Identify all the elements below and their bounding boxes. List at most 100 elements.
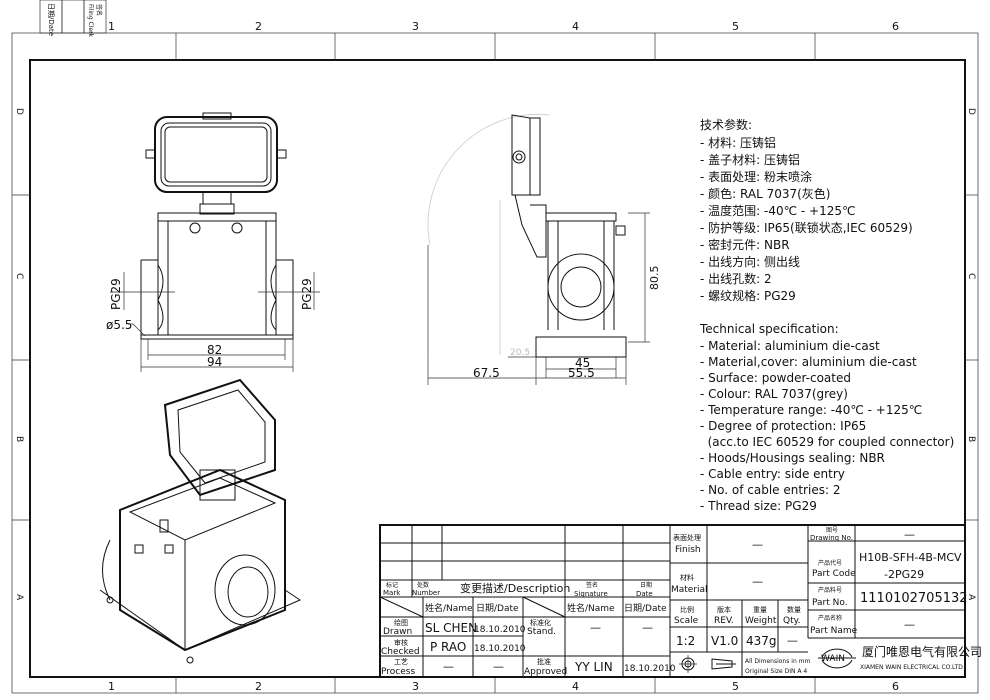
- dim-hole: ø5.5: [106, 318, 132, 332]
- svg-text:—: —: [642, 621, 653, 634]
- filing-en-label: Filing Clerk: [87, 4, 94, 38]
- svg-text:—: —: [904, 618, 915, 631]
- svg-text:Stand.: Stand.: [527, 627, 556, 637]
- svg-text:- Temperature range: -40℃ - +1: - Temperature range: -40℃ - +125℃: [700, 403, 922, 417]
- svg-text:- 防护等级: IP65(联锁状态,IEC 60529): - 防护等级: IP65(联锁状态,IEC 60529): [700, 220, 913, 235]
- thread-left: PG29: [109, 278, 123, 310]
- svg-text:- Colour: RAL 7037(grey): - Colour: RAL 7037(grey): [700, 387, 848, 401]
- svg-text:- Thread size: PG29: - Thread size: PG29: [700, 499, 817, 513]
- svg-text:3: 3: [412, 680, 419, 693]
- svg-text:REV.: REV.: [714, 616, 734, 626]
- svg-text:Mark: Mark: [383, 589, 401, 597]
- svg-text:姓名/Name: 姓名/Name: [425, 602, 473, 614]
- svg-text:- Degree of protection: IP65: - Degree of protection: IP65: [700, 419, 866, 433]
- svg-text:版本: 版本: [717, 605, 731, 614]
- dim-80-5: 80.5: [648, 266, 661, 291]
- dim-82: 82: [207, 343, 222, 357]
- svg-text:日期: 日期: [640, 581, 652, 589]
- spec-chinese: 技术参数: - 材料: 压铸铝 - 盖子材料: 压铸铝 - 表面处理: 粉末喷涂…: [700, 117, 913, 303]
- svg-text:3: 3: [412, 20, 419, 33]
- svg-text:—: —: [787, 634, 798, 647]
- svg-text:Scale: Scale: [674, 616, 699, 626]
- svg-text:Process: Process: [381, 667, 415, 677]
- svg-text:签名: 签名: [586, 581, 598, 589]
- dim-67-5: 67.5: [473, 366, 500, 380]
- svg-text:B: B: [966, 436, 976, 442]
- svg-text:- No. of cable entries: 2: - No. of cable entries: 2: [700, 483, 840, 497]
- svg-text:- 盖子材料: 压铸铝: - 盖子材料: 压铸铝: [700, 152, 800, 167]
- svg-text:工艺: 工艺: [394, 658, 408, 666]
- svg-text:Part No.: Part No.: [812, 598, 848, 608]
- svg-text:- 螺纹规格: PG29: - 螺纹规格: PG29: [700, 288, 796, 303]
- svg-text:All Dimensions in mm: All Dimensions in mm: [745, 658, 810, 665]
- svg-text:C: C: [966, 273, 976, 279]
- title-block: 标记 Mark 处数 Number 变更描述/Description 签名 Si…: [379, 524, 982, 678]
- svg-text:(acc.to IEC 60529 for coupled: (acc.to IEC 60529 for coupled connector): [700, 435, 954, 449]
- svg-text:- Surface: powder-coated: - Surface: powder-coated: [700, 371, 851, 385]
- svg-text:产品代号: 产品代号: [818, 559, 842, 567]
- weight-value: 437g: [746, 634, 777, 648]
- svg-text:2: 2: [255, 20, 262, 33]
- svg-text:—: —: [493, 660, 504, 673]
- svg-text:1: 1: [108, 20, 115, 33]
- svg-text:Number: Number: [412, 589, 440, 597]
- company-name-cn: 厦门唯恩电气有限公司: [862, 644, 982, 659]
- approved-date: 18.10.2010: [624, 664, 676, 674]
- filing-cn-label: 签名: [95, 4, 103, 16]
- svg-text:- Hoods/Housings sealing: NBR: - Hoods/Housings sealing: NBR: [700, 451, 885, 465]
- company-name-en: XIAMEN WAIN ELECTRICAL CO.LTD: [860, 664, 963, 671]
- svg-text:Material: Material: [671, 585, 708, 595]
- dim-45: 45: [575, 356, 590, 370]
- svg-text:标准化: 标准化: [530, 618, 551, 627]
- svg-text:D: D: [14, 108, 24, 115]
- svg-text:6: 6: [892, 20, 899, 33]
- dim-94: 94: [207, 355, 222, 369]
- svg-text:—: —: [590, 621, 601, 634]
- svg-text:A: A: [14, 594, 24, 601]
- drawn-date: 18.10.2010: [474, 625, 526, 635]
- svg-text:比例: 比例: [680, 605, 694, 614]
- svg-text:- Material: aluminium die-cast: - Material: aluminium die-cast: [700, 339, 880, 353]
- dim-20-5: 20.5: [510, 348, 530, 358]
- part-code-value: H10B-SFH-4B-MCV: [859, 551, 962, 564]
- drawn-name: SL CHEN: [425, 621, 477, 635]
- approved-name: YY LIN: [574, 660, 613, 674]
- svg-text:日期/Date: 日期/Date: [476, 603, 519, 614]
- svg-text:—: —: [752, 538, 763, 551]
- scale-value: 1:2: [676, 634, 695, 648]
- svg-text:产品料号: 产品料号: [818, 586, 842, 594]
- svg-text:5: 5: [732, 680, 739, 693]
- svg-text:5: 5: [732, 20, 739, 33]
- svg-text:材料: 材料: [680, 573, 694, 582]
- svg-text:- 材料: 压铸铝: - 材料: 压铸铝: [700, 135, 776, 150]
- wain-logo: WAIN: [818, 648, 856, 669]
- svg-text:姓名/Name: 姓名/Name: [567, 602, 615, 614]
- svg-text:Finish: Finish: [675, 545, 701, 555]
- column-markers: 1 2 3 4 5 6 1 2 3 4 5 6: [108, 20, 899, 693]
- dim-55-5: 55.5: [568, 366, 595, 380]
- row-markers: D C B A D C B A: [14, 108, 976, 601]
- svg-text:变更描述/Description: 变更描述/Description: [460, 581, 570, 595]
- date-label: 日期/Date: [47, 3, 55, 36]
- projection-symbol-icon: [679, 655, 736, 673]
- checked-date: 18.10.2010: [474, 644, 526, 654]
- svg-text:审核: 审核: [394, 638, 408, 647]
- isometric-view: [99, 378, 302, 664]
- svg-text:Part Code: Part Code: [812, 569, 856, 579]
- svg-text:- Cable entry: side entry: - Cable entry: side entry: [700, 467, 845, 481]
- svg-text:- 表面处理: 粉末喷涂: - 表面处理: 粉末喷涂: [700, 169, 812, 184]
- svg-text:WAIN: WAIN: [821, 654, 845, 664]
- part-no-value: 1110102705132: [860, 591, 968, 606]
- svg-text:Qty.: Qty.: [783, 616, 801, 626]
- svg-text:4: 4: [572, 20, 579, 33]
- svg-text:图号: 图号: [826, 527, 838, 534]
- svg-text:C: C: [14, 273, 24, 279]
- front-view: 82 94 ø5.5 PG29 PG29: [106, 112, 320, 372]
- rev-value: V1.0: [711, 634, 738, 648]
- svg-text:Technical specification:: Technical specification:: [699, 322, 839, 336]
- part-code-value-2: -2PG29: [884, 568, 924, 581]
- svg-text:4: 4: [572, 680, 579, 693]
- svg-text:绘图: 绘图: [394, 618, 408, 627]
- thread-right: PG29: [300, 278, 314, 310]
